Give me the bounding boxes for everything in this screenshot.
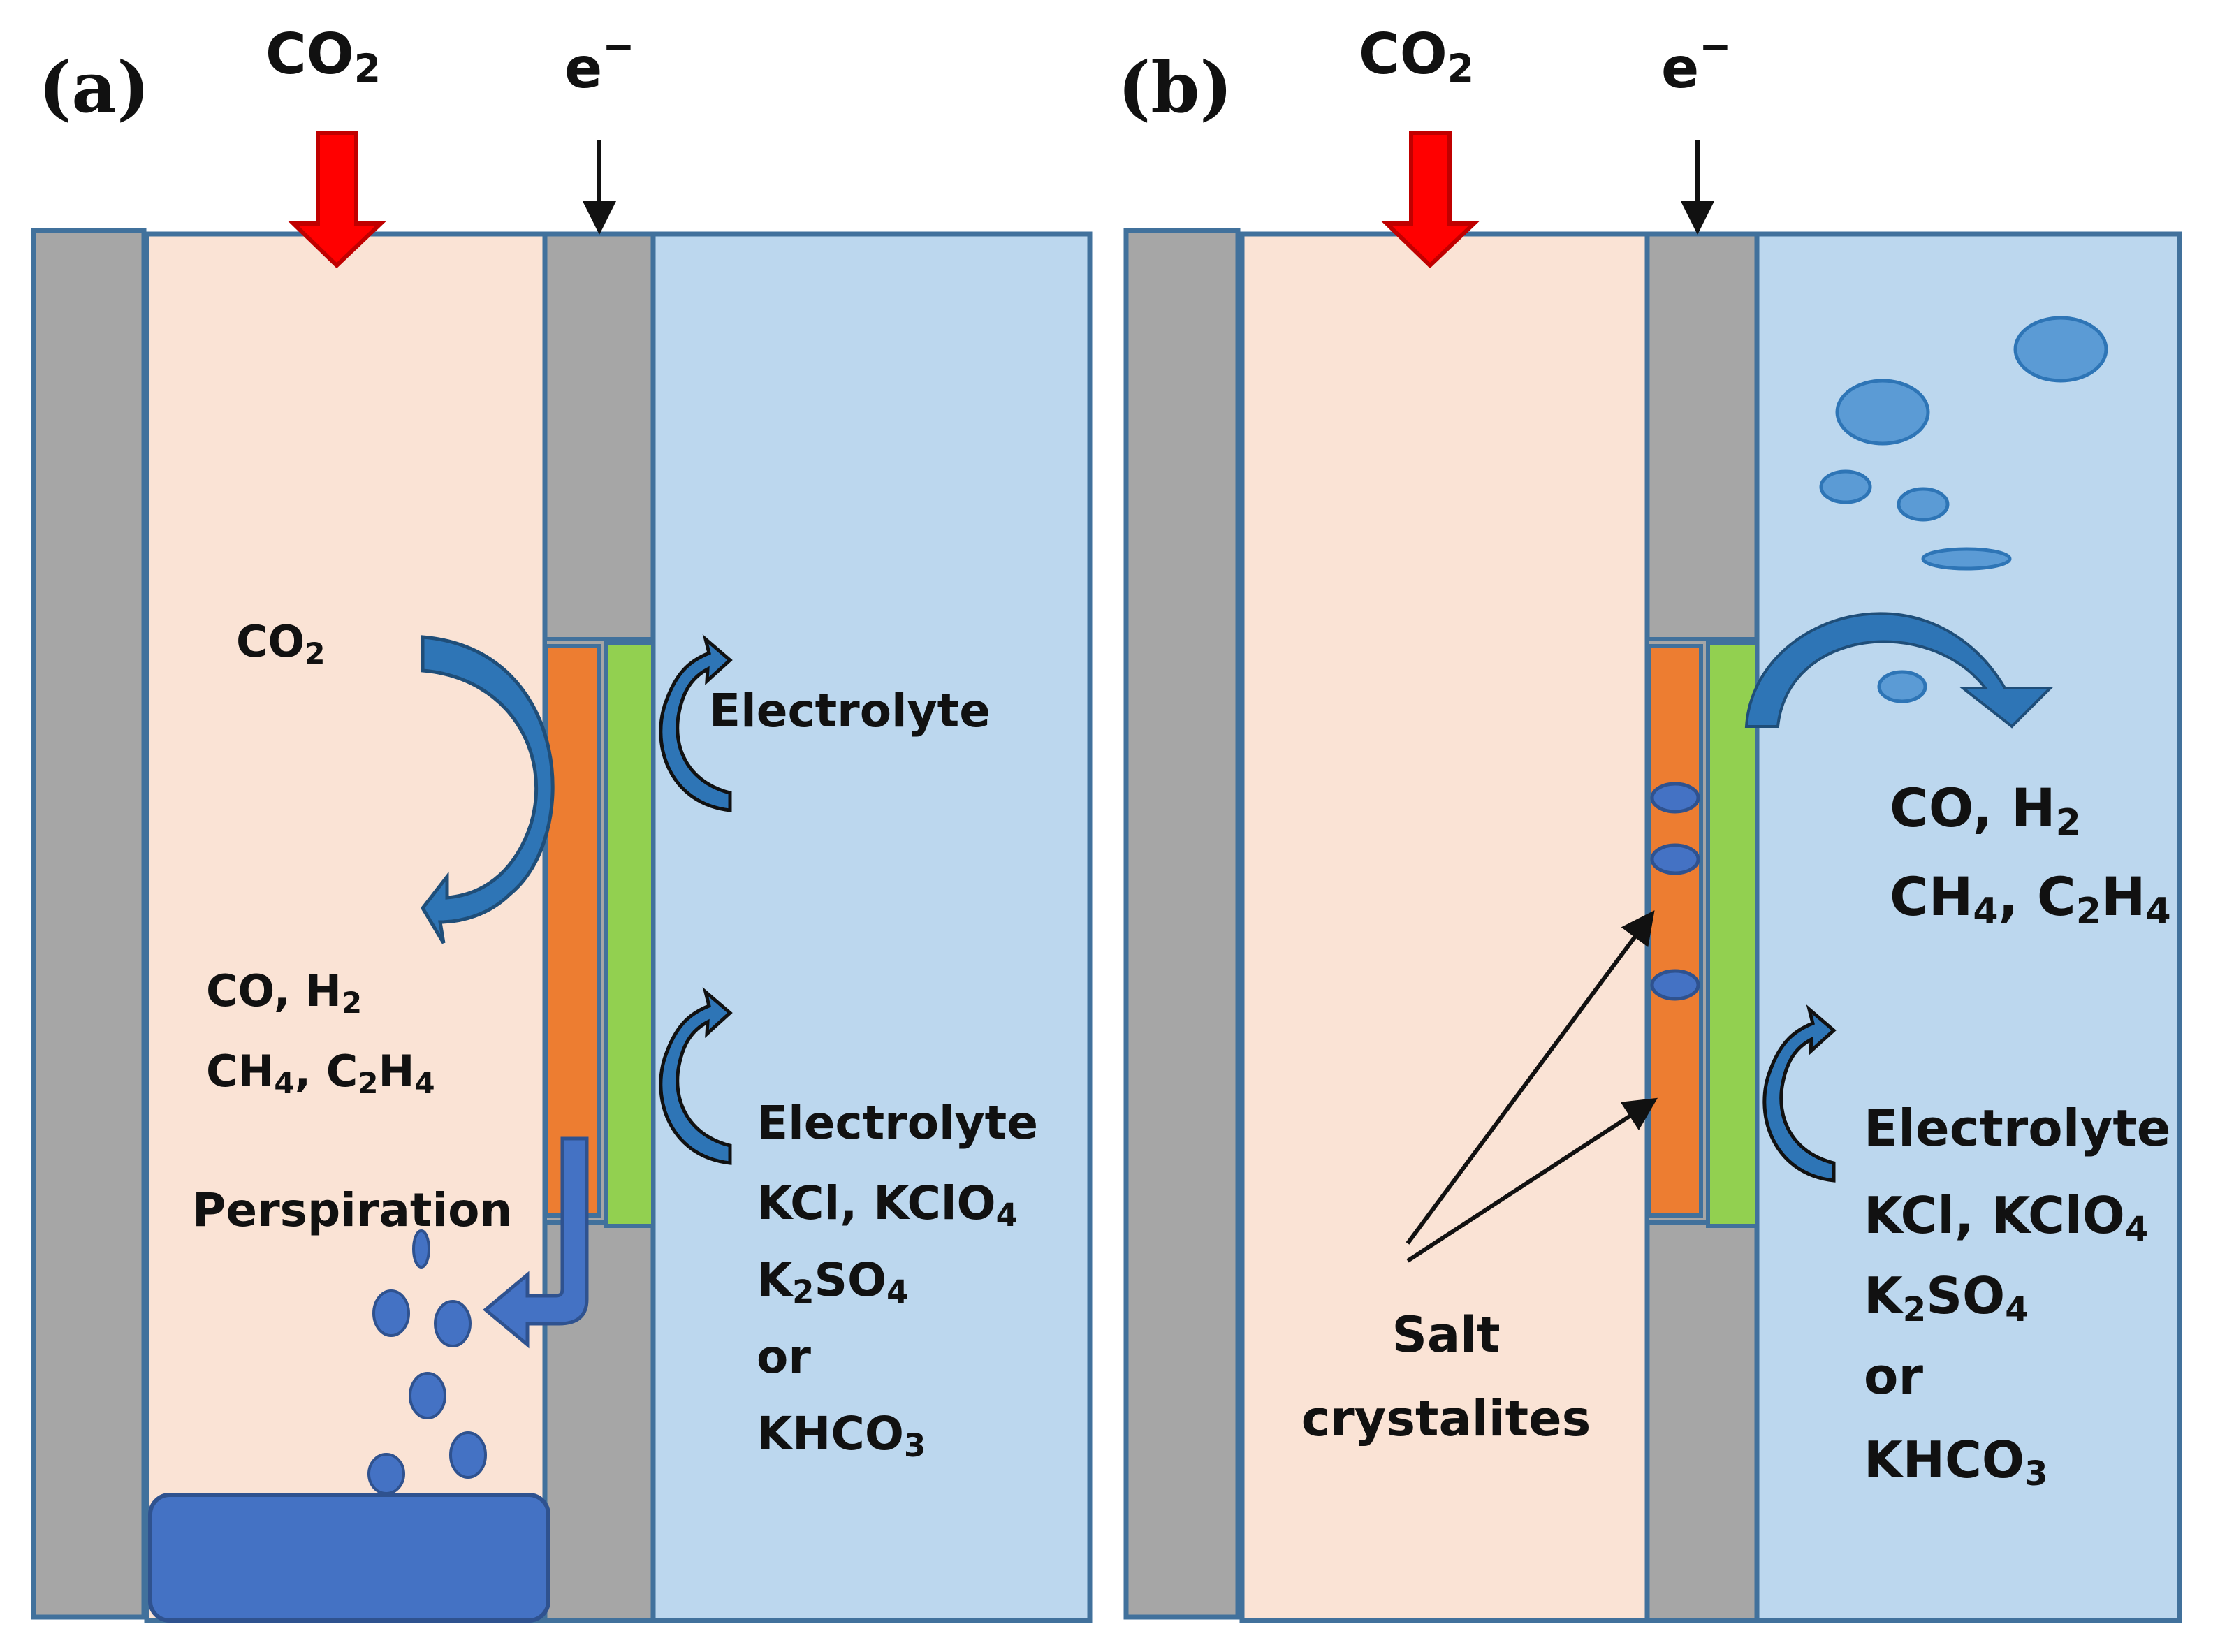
- panel-a: (a) CO2 e− CO2 CO, H2 CH4, C2H4 Electrol…: [31, 22, 1093, 1623]
- left-gray-plate-a: [31, 228, 147, 1620]
- catalyst-layer-a: [544, 644, 601, 1218]
- products-line2-a: CH4, C2H4: [206, 1046, 435, 1100]
- membrane-layer-a: [604, 641, 655, 1228]
- electrolyte-list-title-a: Electrolyte: [757, 1096, 1038, 1150]
- droplet-a-1: [412, 1229, 430, 1269]
- electrolyte-list-line3-a: K2SO4: [757, 1253, 908, 1310]
- product-release-arrow-b: [1744, 612, 2054, 729]
- panel-a-tag: (a): [38, 46, 149, 129]
- electrolyte-list-line4-a: or: [757, 1330, 811, 1384]
- electrolyte-list-line4-b: or: [1864, 1347, 1923, 1405]
- perspiration-label-a: Perspiration: [192, 1183, 512, 1237]
- panel-b-tag: (b): [1118, 46, 1233, 129]
- bubble-b-4: [1897, 487, 1950, 522]
- electrolyte-in-arrow-b: [1762, 1004, 1837, 1183]
- salt-pointer-b-1: [1406, 910, 1655, 1245]
- co2-input-label-b: CO2: [1359, 22, 1474, 91]
- reaction-curve-arrow-a: [420, 635, 555, 944]
- membrane-layer-b: [1706, 641, 1759, 1228]
- droplet-a-4: [409, 1372, 446, 1419]
- salt-crystal-b-1: [1650, 782, 1700, 814]
- co2-reactant-label-a: CO2: [236, 616, 325, 671]
- electrolyte-list-line5-a: KHCO3: [757, 1407, 926, 1464]
- co2-input-arrow-a: [288, 131, 386, 269]
- electrolyte-list-line3-b: K2SO4: [1864, 1266, 2029, 1329]
- electron-label-b: e−: [1661, 24, 1731, 101]
- panel-b: (b) CO2 e− CO, H2 CH4, C2H4 Salt crystal…: [1118, 22, 2182, 1623]
- gas-chamber-a: [144, 231, 548, 1623]
- perspiration-arrow-a: [483, 1136, 589, 1349]
- electrolyte-chamber-a: [650, 231, 1093, 1623]
- products-line1-a: CO, H2: [206, 965, 362, 1020]
- products-line1-b: CO, H2: [1890, 777, 2081, 844]
- electrolyte-list-line2-b: KCl, KClO4: [1864, 1186, 2148, 1249]
- bubble-b-5: [1921, 547, 2012, 571]
- electrolyte-in-arrow-a-top: [659, 634, 733, 812]
- water-pool-a: [148, 1493, 550, 1623]
- salt-crystal-b-3: [1650, 969, 1700, 1001]
- co2-input-arrow-b: [1381, 131, 1480, 269]
- catalyst-layer-b: [1647, 644, 1703, 1218]
- droplet-a-5: [449, 1431, 487, 1479]
- salt-label-line1-b: Salt: [1392, 1306, 1500, 1364]
- salt-label-line2-b: crystalites: [1301, 1390, 1591, 1447]
- electrolyte-label-a: Electrolyte: [709, 684, 991, 738]
- bubble-b-2: [1835, 379, 1930, 446]
- electrolyte-list-title-b: Electrolyte: [1864, 1099, 2171, 1157]
- electron-label-a: e−: [564, 24, 634, 101]
- gas-chamber-b: [1239, 231, 1650, 1623]
- electrolyte-list-line5-b: KHCO3: [1864, 1431, 2048, 1493]
- droplet-a-6: [367, 1453, 405, 1495]
- droplet-a-3: [434, 1300, 472, 1347]
- electrolyte-list-line2-a: KCl, KClO4: [757, 1176, 1018, 1234]
- bubble-b-6: [1877, 670, 1927, 703]
- salt-crystal-b-2: [1650, 843, 1700, 875]
- salt-pointer-b-2: [1406, 1097, 1658, 1263]
- left-gray-plate-b: [1123, 228, 1241, 1620]
- electrolyte-in-arrow-a-bottom: [659, 986, 733, 1165]
- products-line2-b: CH4, C2H4: [1890, 865, 2171, 933]
- droplet-a-2: [372, 1289, 410, 1337]
- bubble-b-3: [1819, 469, 1872, 504]
- bubble-b-1: [2013, 316, 2108, 383]
- co2-input-label-a: CO2: [265, 22, 381, 91]
